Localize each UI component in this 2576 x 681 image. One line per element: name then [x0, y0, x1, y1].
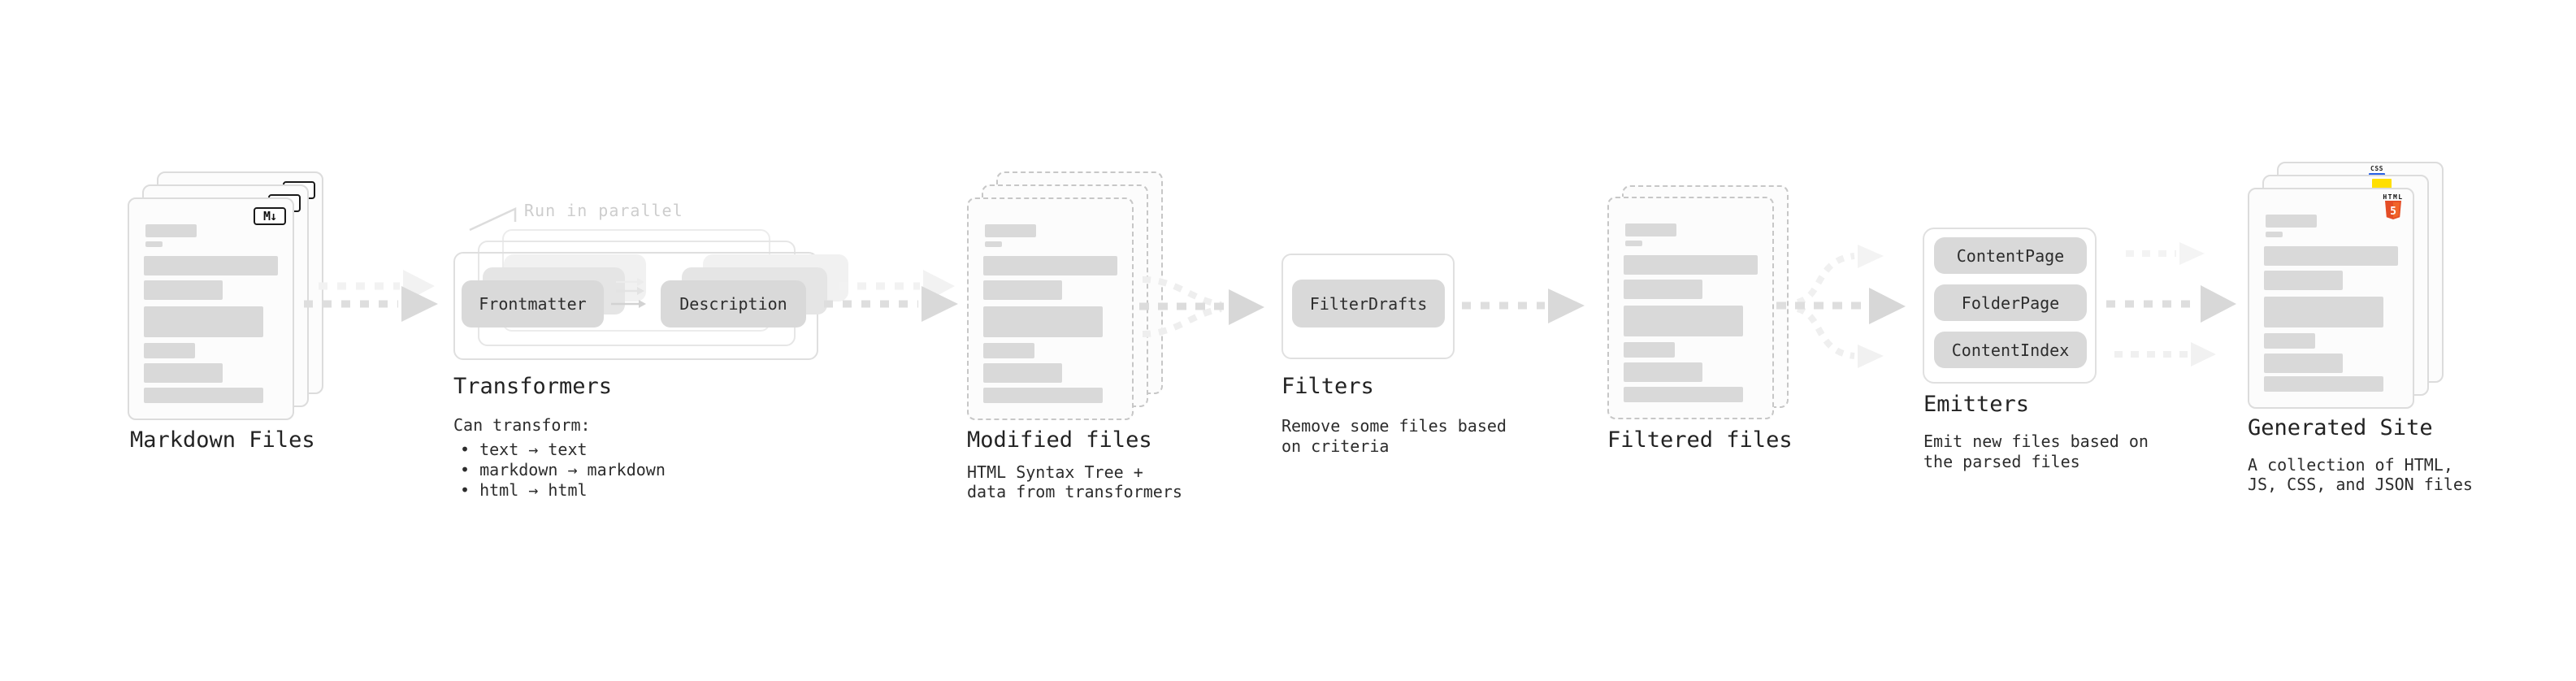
stage-label-generated-site: Generated Site	[2248, 415, 2433, 440]
parallel-arrows-icon	[2106, 242, 2236, 367]
emitters-desc: Emit new files based on	[1923, 432, 2149, 451]
svg-text:5: 5	[2390, 206, 2396, 218]
text-line-bar	[1625, 223, 1676, 236]
modified-files-desc: HTML Syntax Tree +	[967, 462, 1143, 482]
text-line-bar	[144, 256, 278, 275]
flow-arrow-icon	[304, 270, 438, 322]
generated-site-desc: A collection of HTML,	[2248, 455, 2453, 475]
markdown-icon: M↓	[254, 207, 286, 225]
flow-arrow-icon	[1462, 288, 1585, 323]
text-line-bar	[2266, 215, 2317, 228]
text-line-bar	[145, 241, 163, 247]
flow-arrow-icon	[824, 270, 958, 322]
pill-filterdrafts: FilterDrafts	[1292, 280, 1445, 327]
js-icon	[2372, 179, 2392, 189]
text-line-bar	[144, 306, 263, 337]
text-line-bar	[983, 306, 1103, 337]
text-line-bar	[1624, 387, 1743, 402]
text-line-bar	[1624, 255, 1758, 275]
text-line-bar	[983, 280, 1062, 300]
filters-desc: Remove some files based	[1281, 416, 1507, 436]
text-line-bar	[985, 224, 1036, 237]
emitters-desc: the parsed files	[1923, 452, 2080, 471]
html5-badge-text: HTML	[2383, 193, 2404, 201]
converge-arrow-icon	[1139, 276, 1264, 337]
transformers-bullet: • html → html	[460, 480, 588, 500]
text-line-bar	[2264, 354, 2343, 373]
document-card-front	[967, 197, 1134, 420]
text-line-bar	[1625, 241, 1642, 246]
document-card-front	[1607, 197, 1774, 419]
text-line-bar	[145, 224, 197, 237]
text-line-bar	[1624, 306, 1743, 336]
filters-desc: on criteria	[1281, 436, 1390, 456]
text-line-bar	[1624, 280, 1702, 299]
stage-label-emitters: Emitters	[1923, 392, 2030, 417]
stage-label-filters: Filters	[1281, 374, 1374, 399]
text-line-bar	[2266, 232, 2283, 237]
run-in-parallel-annotation: Run in parallel	[524, 201, 683, 220]
stage-label-filtered-files: Filtered files	[1607, 427, 1793, 453]
html5-shield: 5	[2385, 201, 2401, 219]
text-line-bar	[983, 256, 1117, 275]
stage-label-markdown-files: Markdown Files	[130, 427, 315, 453]
transformers-desc-title: Can transform:	[453, 415, 591, 435]
text-line-bar	[983, 363, 1062, 383]
css-badge-text: CSS	[2370, 165, 2383, 172]
markdown-badge-text: M↓	[262, 209, 277, 223]
transform-arrows-icon	[611, 278, 646, 308]
transformers-bullet: • text → text	[460, 440, 588, 459]
text-line-bar	[983, 343, 1034, 358]
text-line-bar	[2264, 271, 2343, 290]
text-line-bar	[1624, 362, 1702, 382]
pill-contentindex: ContentIndex	[1934, 332, 2087, 368]
fanout-arrow-icon	[1776, 245, 1906, 368]
text-line-bar	[144, 388, 263, 403]
transformers-bullet: • markdown → markdown	[460, 460, 666, 479]
text-line-bar	[144, 280, 223, 300]
pill-frontmatter: Frontmatter	[462, 280, 604, 327]
pill-folderpage: FolderPage	[1934, 284, 2087, 321]
annotation-leader-line	[469, 207, 517, 232]
stage-label-transformers: Transformers	[453, 374, 613, 399]
document-card-front: M↓	[128, 197, 294, 420]
text-line-bar	[144, 343, 195, 358]
text-line-bar	[2264, 297, 2383, 327]
text-line-bar	[144, 363, 223, 383]
text-line-bar	[2264, 376, 2383, 392]
html5-icon: HTML 5	[2381, 193, 2405, 221]
modified-files-desc: data from transformers	[967, 482, 1182, 501]
stage-label-modified-files: Modified files	[967, 427, 1152, 453]
generated-site-desc: JS, CSS, and JSON files	[2248, 475, 2473, 494]
text-line-bar	[983, 388, 1103, 403]
pill-contentpage: ContentPage	[1934, 237, 2087, 274]
document-card-front: HTML 5	[2248, 188, 2414, 409]
pill-description: Description	[661, 280, 806, 327]
text-line-bar	[985, 241, 1002, 247]
text-line-bar	[2264, 246, 2398, 266]
text-line-bar	[2264, 333, 2315, 349]
text-line-bar	[1624, 342, 1675, 358]
